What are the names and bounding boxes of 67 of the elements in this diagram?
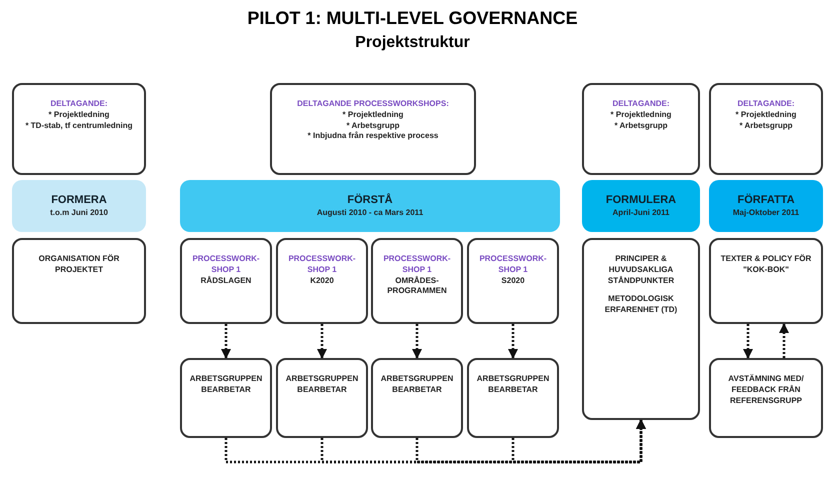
phase-band	[180, 180, 560, 232]
box-text: ARBETSGRUPPEN BEARBETAR	[284, 374, 360, 396]
box-text: Maj-Oktober 2011	[732, 208, 800, 219]
text-box	[467, 238, 559, 324]
text-box	[467, 358, 559, 438]
box-heading: FORMERA	[51, 193, 107, 208]
box-text: ARBETSGRUPPEN BEARBETAR	[380, 374, 454, 396]
text-box	[709, 238, 823, 324]
box-text: ARBETSGRUPPEN BEARBETAR	[476, 374, 550, 396]
text-box	[582, 83, 700, 175]
text-box	[12, 238, 146, 324]
box-text: * Arbetsgrupp	[346, 120, 400, 132]
text-box	[582, 238, 700, 420]
text-box	[709, 83, 823, 175]
box-text: TEXTER & POLICY FÖR "KOK-BOK"	[720, 254, 812, 276]
box-text: * Arbetsgrupp	[739, 120, 793, 132]
box-text: * Projektledning	[736, 110, 796, 121]
box-text: RÅDSLAGEN	[200, 276, 252, 286]
box-text: April-Juni 2011	[612, 208, 670, 219]
box-heading: FORMULERA	[606, 193, 676, 208]
text-box	[270, 83, 476, 175]
arrow	[508, 324, 518, 359]
box-text: * Arbetsgrupp	[614, 120, 668, 132]
box-text: AVSTÄMNING MED/ FEEDBACK FRÅN REFERENSGRUPP	[727, 374, 805, 406]
box-text: Augusti 2010 - ca Mars 2011	[316, 208, 424, 219]
box-heading: DELTAGANDE:	[737, 99, 795, 110]
box-text: S2020	[501, 276, 525, 286]
text-box	[709, 358, 823, 438]
box-text: ORGANISATION FÖR PROJEKTET	[38, 254, 120, 276]
text-box	[276, 358, 368, 438]
text-box	[371, 358, 463, 438]
box-heading: PROCESSWORK-SHOP 1	[191, 254, 261, 276]
box-heading: DELTAGANDE PROCESSWORKSHOPS:	[297, 99, 449, 110]
arrow	[779, 323, 789, 358]
box-text: PRINCIPER & HUVUDSAKLIGA STÅNDPUNKTER	[606, 254, 676, 286]
box-heading: FÖRFATTA	[737, 193, 795, 208]
box-text: ARBETSGRUPPEN BEARBETAR	[188, 374, 264, 396]
box-text: K2020	[310, 276, 334, 286]
box-heading: PROCESSWORK-SHOP 1	[287, 254, 357, 276]
arrow	[743, 324, 753, 359]
text-box	[180, 358, 272, 438]
text-box	[12, 83, 146, 175]
box-heading: DELTAGANDE:	[612, 99, 670, 110]
box-text: OMRÅDES-PROGRAMMEN	[386, 276, 448, 298]
box-text: * Inbjudna från respektive process	[308, 131, 438, 142]
text-box	[371, 238, 463, 324]
box-text: * Projektledning	[610, 110, 672, 121]
phase-band	[709, 180, 823, 232]
text-box	[276, 238, 368, 324]
arrow	[412, 324, 422, 359]
box-heading: PROCESSWORK-SHOP 1	[478, 254, 548, 276]
box-text: * Projektledning	[342, 110, 404, 121]
box-heading: PROCESSWORK-SHOP 1	[382, 254, 452, 276]
diagram-title: PILOT 1: MULTI-LEVEL GOVERNANCE	[246, 8, 579, 29]
arrow	[221, 324, 231, 359]
arrow	[317, 324, 327, 359]
box-heading: DELTAGANDE:	[50, 99, 108, 110]
box-text: * TD-stab, tf centrumledning	[25, 120, 133, 132]
box-text: METODOLOGISK ERFARENHET (TD)	[604, 294, 678, 316]
box-text: t.o.m Juni 2010	[50, 208, 108, 219]
subtitle: Projektstruktur	[354, 34, 471, 52]
phase-band	[12, 180, 146, 232]
box-text: * Projektledning	[48, 110, 110, 121]
arrow	[512, 419, 646, 464]
box-heading: FÖRSTÅ	[347, 193, 393, 208]
phase-band	[582, 180, 700, 232]
text-box	[180, 238, 272, 324]
